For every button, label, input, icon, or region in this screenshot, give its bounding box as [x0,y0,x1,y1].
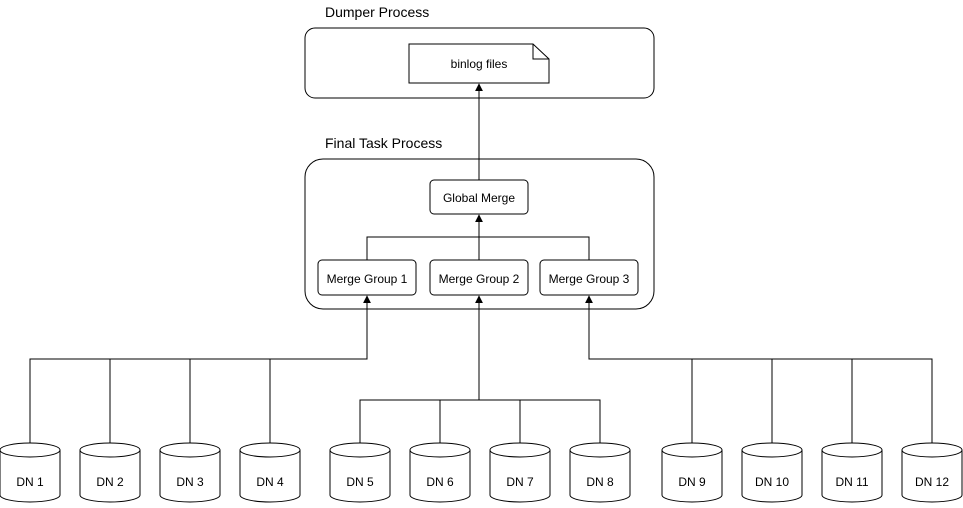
merge-group-3-node: Merge Group 3 [539,259,639,296]
database-cylinder-body [239,450,301,503]
database-cylinder-top [79,442,141,458]
dn-group-3-bus [691,358,933,443]
data-node-label: DN 2 [96,475,124,489]
merge-group-2-label: Merge Group 2 [439,272,520,286]
database-cylinder-top [409,442,471,458]
data-node-3: DN 3 [159,442,221,503]
global-merge-node: Global Merge [429,179,529,215]
database-cylinder-body [661,450,723,503]
data-node-9: DN 9 [661,442,723,503]
database-cylinder-top [741,442,803,458]
merge-group-1-node: Merge Group 1 [317,259,417,296]
database-cylinder-body [159,450,221,503]
data-node-label: DN 8 [586,475,614,489]
database-cylinder-top [329,442,391,458]
data-node-6: DN 6 [409,442,471,503]
database-cylinder-top [239,442,301,458]
dn-group-1-bus [29,358,271,443]
global-merge-label: Global Merge [443,191,515,205]
data-node-label: DN 12 [915,475,949,489]
final-task-process-title: Final Task Process [325,135,442,151]
database-cylinder-body [489,450,551,503]
database-cylinder-body [569,450,631,503]
database-cylinder-body [741,450,803,503]
binlog-files-node: binlog files [408,43,550,84]
data-node-8: DN 8 [569,442,631,503]
connectors [29,83,933,443]
data-node-10: DN 10 [741,442,803,503]
database-cylinder-top [901,442,963,458]
database-cylinder-top [821,442,883,458]
data-node-7: DN 7 [489,442,551,503]
database-cylinder-top [489,442,551,458]
database-cylinder-top [569,442,631,458]
merge-group-3-label: Merge Group 3 [549,272,630,286]
arrow-dn-group-1-to-merge-group-1 [270,295,371,360]
dumper-process-container: Dumper Process binlog files [304,4,655,99]
data-node-label: DN 5 [346,475,374,489]
data-node-11: DN 11 [821,442,883,503]
database-cylinder-body [409,450,471,503]
dn-group-2-bus [359,399,601,443]
database-cylinder-top [661,442,723,458]
database-cylinder-body [79,450,141,503]
database-cylinder-top [159,442,221,458]
binlog-files-label: binlog files [451,57,508,71]
database-cylinder-top [0,442,61,458]
data-nodes: DN 1 DN 2 DN 3 DN 4 DN 5 DN 6 DN 7 DN 8 DN 9 DN 1… [0,442,963,503]
data-node-label: DN 11 [835,475,868,489]
data-node-label: DN 4 [256,475,284,489]
data-node-label: DN 9 [678,475,706,489]
data-node-label: DN 1 [16,475,44,489]
data-node-label: DN 10 [755,475,789,489]
data-node-12: DN 12 [901,442,963,503]
data-node-5: DN 5 [329,442,391,503]
database-cylinder-body [329,450,391,503]
data-node-label: DN 7 [506,475,534,489]
database-cylinder-body [0,450,61,503]
database-cylinder-body [901,450,963,503]
data-node-4: DN 4 [239,442,301,503]
document-fold [532,44,549,60]
document-shape [408,43,550,84]
dumper-process-title: Dumper Process [325,4,429,20]
database-cylinder-body [821,450,883,503]
arrow-dn-group-3-to-merge-group-3 [585,295,692,360]
data-node-1: DN 1 [0,442,61,503]
merge-group-1-label: Merge Group 1 [327,272,408,286]
data-node-label: DN 6 [426,475,454,489]
data-node-label: DN 3 [176,475,204,489]
data-node-2: DN 2 [79,442,141,503]
merge-group-2-node: Merge Group 2 [429,259,529,296]
merge-groups-bus [366,236,590,260]
